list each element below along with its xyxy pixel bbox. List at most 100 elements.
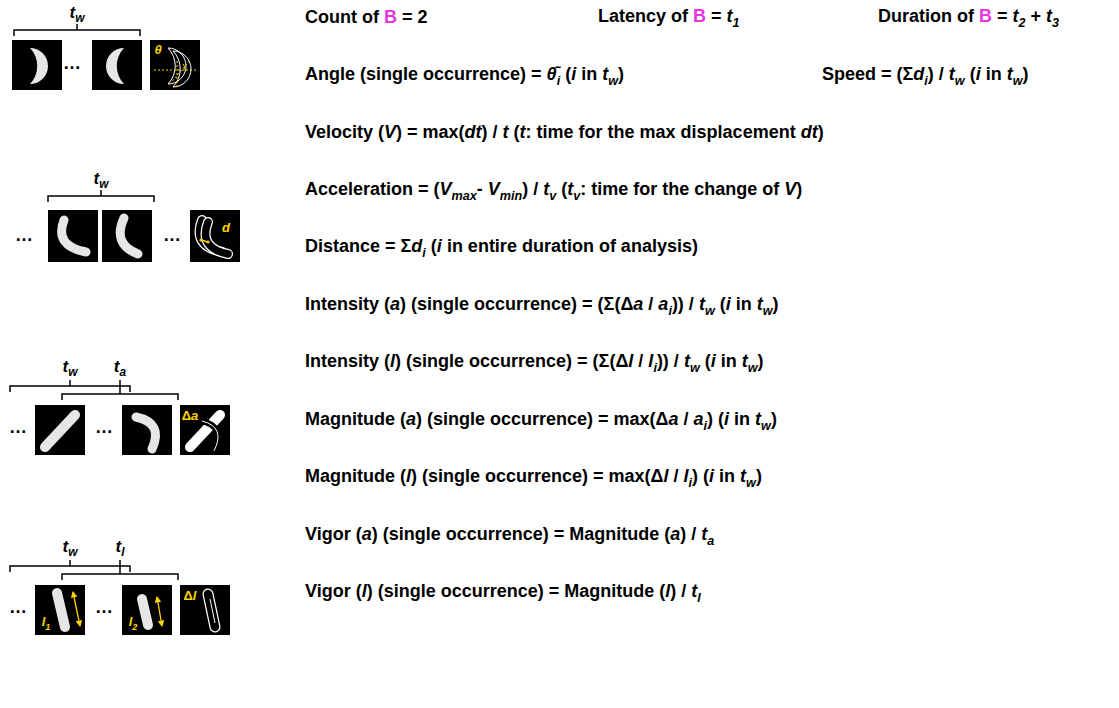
subscript: w bbox=[761, 418, 771, 432]
variable: t bbox=[755, 409, 761, 429]
variable: θ̄ bbox=[547, 64, 557, 84]
subscript: 2 bbox=[132, 622, 137, 632]
formula: Vigor (l) (single occurrence) = Magnitud… bbox=[305, 580, 701, 606]
formula: Magnitude (a) (single occurrence) = max(… bbox=[305, 408, 777, 434]
ellipsis: … bbox=[95, 416, 113, 439]
variable: t bbox=[740, 466, 746, 486]
formula: Speed = (Σdi) / tw (i in tw) bbox=[822, 63, 1028, 89]
variable: V bbox=[488, 179, 500, 199]
variable: l bbox=[628, 351, 633, 371]
time-window-label: tw bbox=[94, 168, 109, 193]
variable: d bbox=[913, 64, 924, 84]
variable: t bbox=[1013, 6, 1019, 26]
formula: Duration of B = t2 + t3 bbox=[878, 5, 1059, 31]
formula: Latency of B = t1 bbox=[598, 5, 740, 31]
subscript: a bbox=[120, 365, 127, 379]
subscript: i bbox=[557, 73, 561, 87]
variable: θ bbox=[154, 42, 161, 57]
subscript: w bbox=[68, 545, 77, 559]
ellipsis: … bbox=[9, 596, 27, 619]
variable: V bbox=[784, 179, 796, 199]
variable: l bbox=[193, 588, 197, 603]
variable: t bbox=[543, 179, 549, 199]
variable: t bbox=[757, 294, 763, 314]
subscript: l bbox=[697, 591, 701, 605]
subscript: min bbox=[500, 188, 522, 202]
variable: i bbox=[437, 236, 442, 256]
variable: a bbox=[669, 409, 679, 429]
variable: l bbox=[390, 351, 395, 371]
ellipsis: … bbox=[63, 52, 81, 75]
variable: t bbox=[70, 3, 76, 22]
time-window-label: ta bbox=[114, 356, 126, 381]
variable: d bbox=[411, 236, 422, 256]
subscript: w bbox=[705, 303, 715, 317]
variable: t bbox=[602, 64, 608, 84]
angle-symbol: θ bbox=[154, 42, 161, 59]
formula: Intensity (a) (single occurrence) = (Σ(Δ… bbox=[305, 293, 778, 319]
variable: l bbox=[406, 466, 411, 486]
subscript: i bbox=[689, 476, 693, 490]
larva-frame bbox=[12, 40, 62, 90]
larva-frame bbox=[35, 585, 85, 635]
subscript: w bbox=[690, 361, 700, 375]
larva-frame bbox=[122, 405, 172, 455]
length-change-symbol: Δl bbox=[184, 588, 197, 605]
subscript: max bbox=[452, 188, 477, 202]
subscript: w bbox=[99, 177, 108, 191]
variable: t bbox=[727, 6, 733, 26]
formula: Acceleration = (Vmax- Vmin) / tv (tv: ti… bbox=[305, 178, 802, 204]
variable: t bbox=[567, 179, 573, 199]
subscript: l bbox=[121, 545, 124, 559]
larva-frame bbox=[35, 405, 85, 455]
variable: a bbox=[406, 409, 416, 429]
brackets bbox=[10, 24, 178, 580]
larva-frame bbox=[122, 585, 172, 635]
subscript: w bbox=[955, 73, 965, 87]
variable: a bbox=[191, 408, 198, 423]
subscript: w bbox=[763, 303, 773, 317]
time-window-label: tw bbox=[63, 356, 78, 381]
variable: t bbox=[503, 122, 509, 142]
length-label: l2 bbox=[129, 614, 138, 633]
larva-frame bbox=[92, 40, 142, 90]
variable: l bbox=[42, 614, 46, 629]
behavior-symbol: B bbox=[979, 6, 992, 26]
formula: Vigor (a) (single occurrence) = Magnitud… bbox=[305, 523, 714, 549]
variable: i bbox=[724, 409, 729, 429]
variable: d bbox=[222, 220, 230, 235]
subscript: v bbox=[573, 188, 580, 202]
formula: Count of B = 2 bbox=[305, 6, 428, 29]
variable: t bbox=[520, 122, 526, 142]
variable: a bbox=[362, 524, 372, 544]
length-label: l1 bbox=[42, 614, 51, 633]
ellipsis: … bbox=[9, 416, 27, 439]
subscript: w bbox=[75, 11, 84, 25]
variable: l bbox=[665, 581, 670, 601]
variable: i bbox=[709, 466, 714, 486]
ellipsis: … bbox=[15, 224, 33, 247]
variable: t bbox=[691, 581, 697, 601]
variable: t bbox=[63, 357, 69, 376]
variable: a bbox=[633, 294, 643, 314]
ellipsis: … bbox=[95, 596, 113, 619]
subscript: w bbox=[68, 365, 77, 379]
subscript: w bbox=[746, 476, 756, 490]
variable: t bbox=[701, 524, 707, 544]
variable: i bbox=[726, 294, 731, 314]
variable: t bbox=[684, 351, 690, 371]
variable: t bbox=[94, 169, 100, 188]
variable: l bbox=[362, 581, 367, 601]
variable: V bbox=[384, 122, 396, 142]
variable: a bbox=[390, 294, 400, 314]
larva-frame bbox=[102, 210, 152, 262]
variable: t bbox=[1007, 64, 1013, 84]
behavior-symbol: B bbox=[384, 7, 397, 27]
length-change-diagram bbox=[180, 585, 230, 635]
time-window-label: tl bbox=[116, 536, 125, 561]
angle-diagram bbox=[150, 40, 200, 90]
variable: dt bbox=[465, 122, 482, 142]
formula: Intensity (l) (single occurrence) = (Σ(Δ… bbox=[305, 350, 763, 376]
distance-symbol: d bbox=[222, 220, 230, 237]
